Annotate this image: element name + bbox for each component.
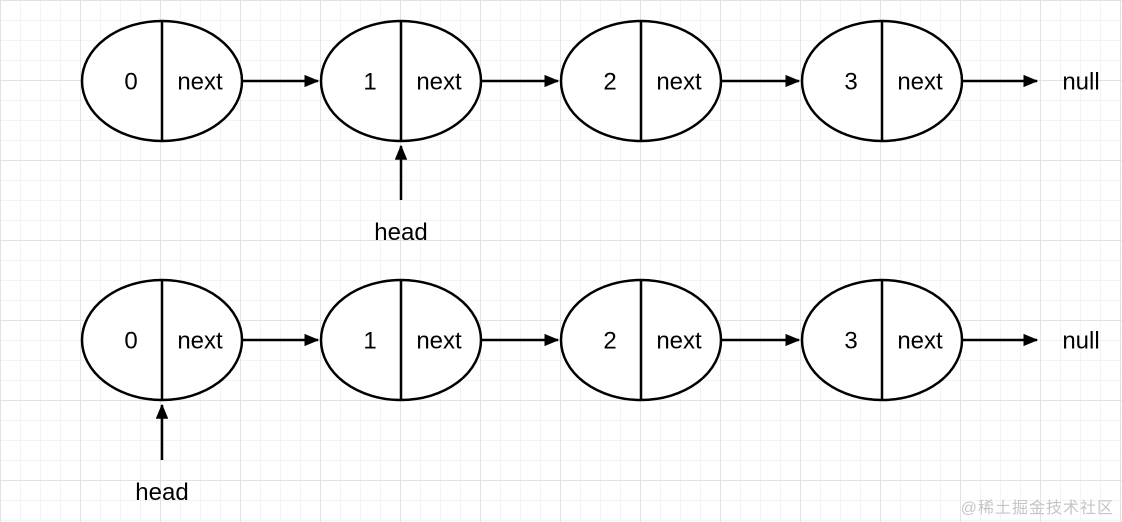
node-next-label: next: [897, 69, 943, 96]
node-value: 3: [844, 328, 857, 355]
node-next-label: next: [416, 69, 462, 96]
node-next-label: next: [656, 69, 702, 96]
node-value: 1: [363, 69, 376, 96]
node-next-label: next: [416, 328, 462, 355]
linked-list-row: 0 next 1 next 2 next 3 next null head: [80, 19, 1100, 246]
node-value: 1: [363, 328, 376, 355]
linked-list-row: 0 next 1 next 2 next 3 next null head: [80, 278, 1100, 506]
node-next-label: next: [177, 69, 223, 96]
node-value: 2: [603, 328, 616, 355]
node-value: 3: [844, 69, 857, 96]
null-label: null: [1062, 69, 1099, 96]
node-value: 2: [603, 69, 616, 96]
head-label: head: [135, 479, 188, 506]
null-label: null: [1062, 328, 1099, 355]
node-next-label: next: [897, 328, 943, 355]
node-next-label: next: [177, 328, 223, 355]
node-value: 0: [124, 69, 137, 96]
node-value: 0: [124, 328, 137, 355]
head-label: head: [374, 219, 427, 246]
node-next-label: next: [656, 328, 702, 355]
watermark: @稀土掘金技术社区: [960, 500, 1114, 517]
